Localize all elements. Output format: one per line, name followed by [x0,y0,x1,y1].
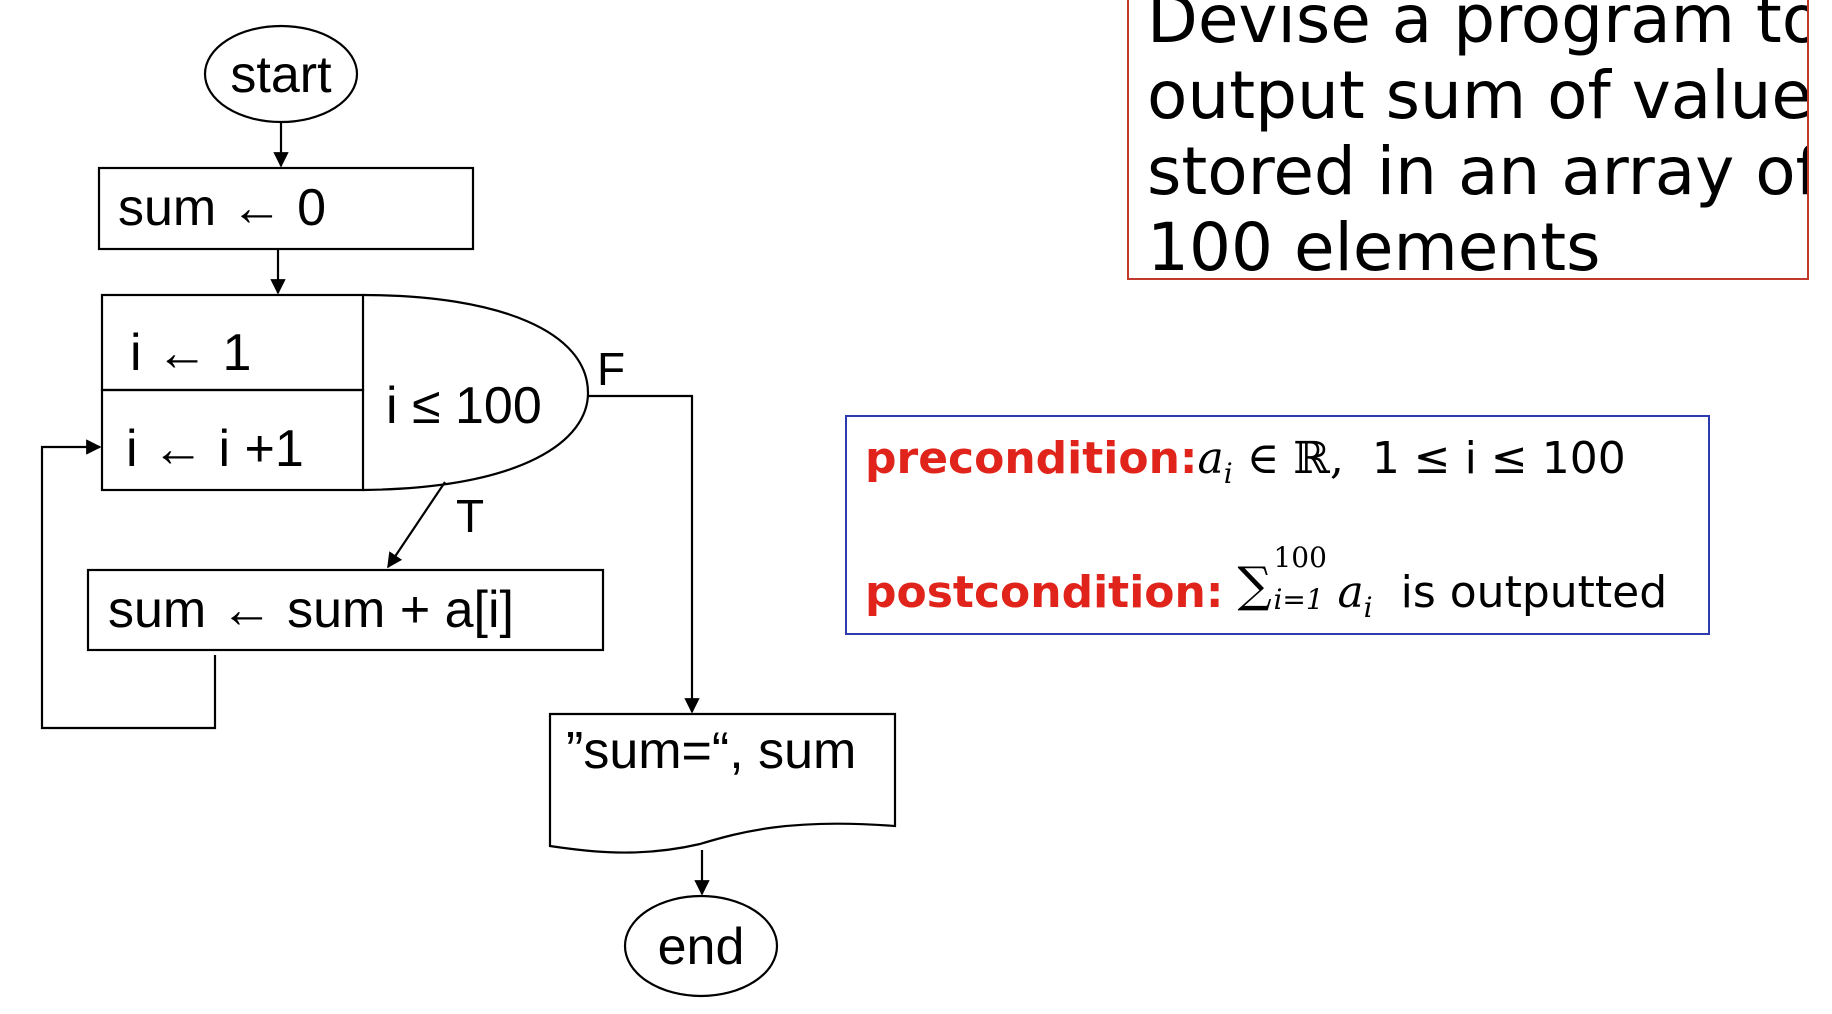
loop-increment-label: i ← i +1 [126,420,304,478]
precondition-subscript: i [1223,456,1233,490]
sum-term-subscript: i [1363,590,1373,624]
start-label: start [230,46,332,104]
task-description-box: Devise a program to output sum of values… [1127,0,1809,280]
precondition-range: 1 ≤ i ≤ 100 [1371,433,1626,484]
sum-lower-limit: i=1 [1273,583,1324,616]
sum-upper-limit: 100 [1273,541,1327,574]
sigma-symbol: ∑ [1237,557,1272,613]
task-line-3: stored in an array of [1147,133,1809,210]
loop-back-line [40,439,217,730]
true-branch-arrow [387,481,446,569]
postcondition-text: is outputted [1400,567,1668,618]
task-line-4: 100 elements [1147,209,1601,280]
true-label: T [456,490,484,542]
precondition-membership: ∈ ℝ, [1246,433,1344,484]
postcondition-label: postcondition: [865,567,1224,618]
end-label: end [658,918,745,976]
precondition-label: precondition: [865,433,1198,484]
sum-term-variable: a [1337,567,1364,618]
precondition-variable: a [1197,433,1224,484]
summation-expression: ∑ 100 i=1 [1237,541,1337,616]
output-label: ”sum=“, sum [566,722,856,780]
false-branch-line [588,394,700,714]
precondition-row: precondition:ai ∈ ℝ, 1 ≤ i ≤ 100 [865,433,1626,490]
task-line-2: output sum of values [1147,57,1809,134]
init-sum-label: sum ← 0 [118,179,326,237]
loop-condition-label: i ≤ 100 [386,377,542,435]
conditions-box: precondition:ai ∈ ℝ, 1 ≤ i ≤ 100 postcon… [845,415,1710,635]
loop-increment-box [100,388,365,492]
accumulate-label: sum ← sum + a[i] [108,581,514,639]
false-label: F [597,343,625,395]
output-document [548,712,897,854]
init-sum-box [97,166,475,251]
loop-condition-shape [362,293,590,492]
end-terminal [623,894,779,998]
postcondition-row: postcondition: ∑ 100 i=1 ai is outputted [865,541,1668,624]
accumulate-box [86,568,605,652]
task-line-1: Devise a program to [1147,0,1809,58]
loop-init-label: i ← 1 [130,324,251,382]
